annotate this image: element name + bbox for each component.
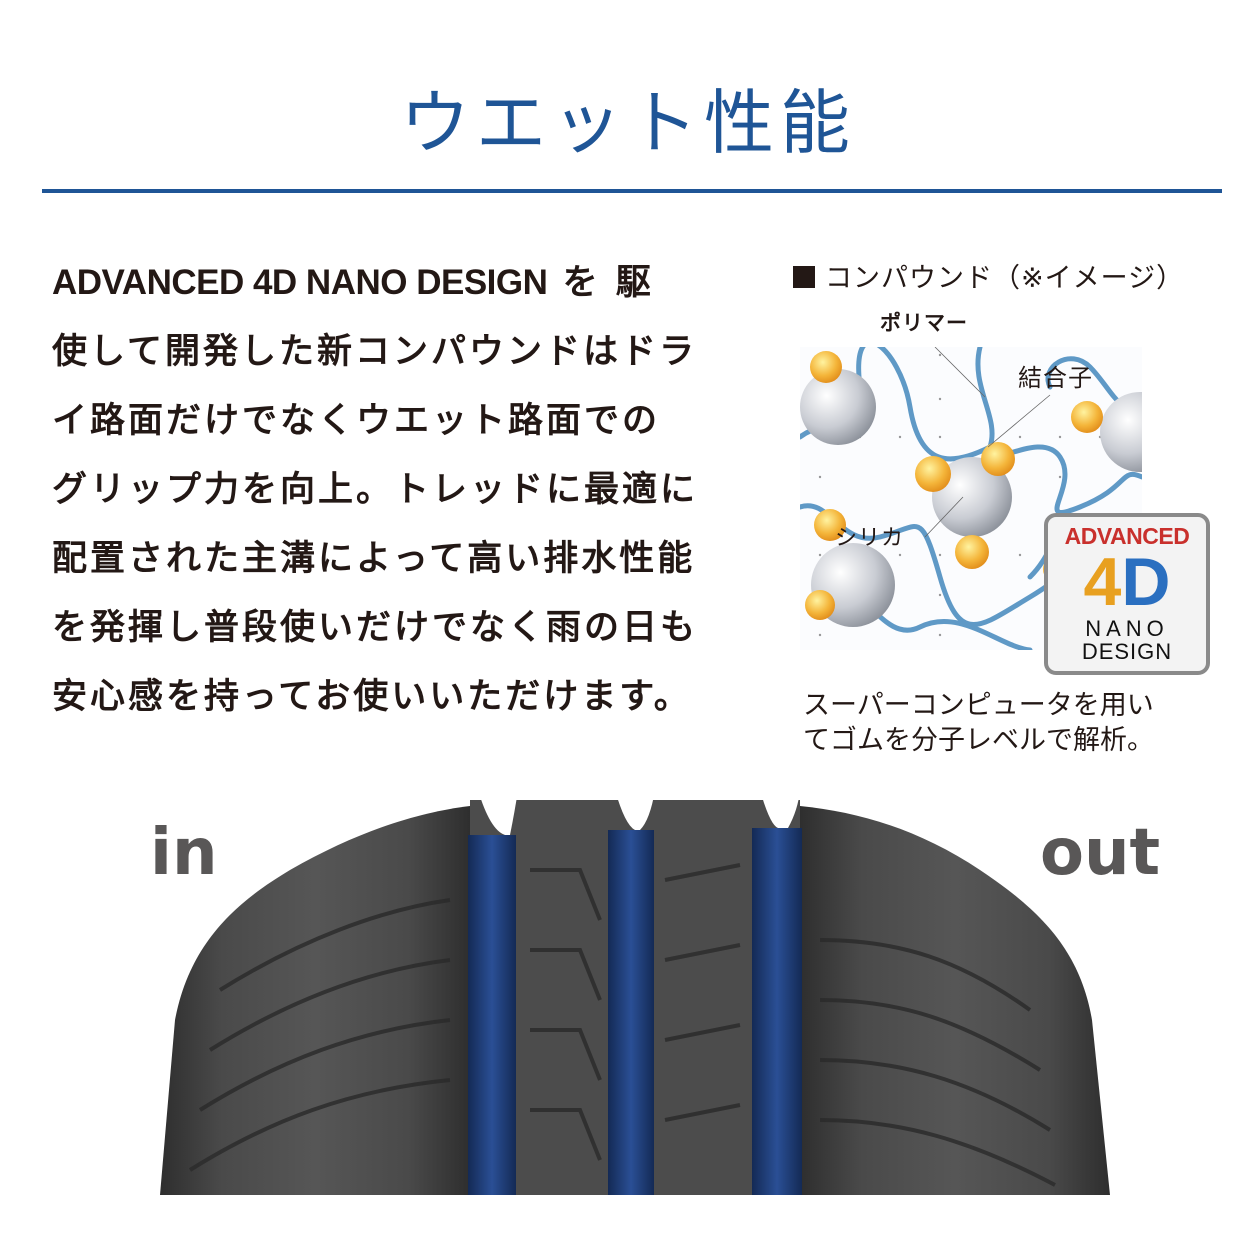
description-text: ADVANCED 4D NANO DESIGN を 駆 使して開発した新コンパウ… [52, 248, 764, 732]
tire-tread-image [0, 790, 1256, 1256]
description-line: 配置された主溝によって高い排水性能 [52, 539, 696, 579]
badge-advanced-text: ADVANCED [1064, 523, 1190, 549]
label-coupling-agent: 結合子 [1018, 364, 1093, 392]
description-line: グリップ力を向上。トレッドに最適に [52, 470, 699, 510]
label-silica: シリカ [835, 526, 905, 551]
inner-side-label: in [150, 816, 218, 890]
badge-4d-text: 4D [1083, 544, 1171, 620]
outer-side-label: out [1040, 816, 1161, 890]
square-bullet-icon [793, 266, 815, 288]
tire-tread-illustration [160, 790, 1110, 1195]
advanced-4d-nano-design-logo: ADVANCED 4D NANO DESIGN [1044, 513, 1210, 675]
description-line: 使して開発した新コンパウンドはドラ [52, 332, 697, 372]
compound-heading: コンパウンド（※イメージ） [793, 256, 1184, 295]
badge-design-text: DESIGN [1081, 639, 1173, 664]
description-line: 安心感を持ってお使いいただけます。 [52, 677, 692, 717]
description-line: ADVANCED 4D NANO DESIGN を 駆 [52, 263, 654, 303]
description-line: イ路面だけでなくウエット路面での [52, 401, 661, 441]
description-line: を発揮し普段使いだけでなく雨の日も [52, 608, 699, 648]
title-underline [42, 189, 1222, 193]
page-title: ウエット性能 [400, 82, 856, 164]
badge-nano-text: NANO [1085, 616, 1169, 641]
compound-diagram [800, 347, 1142, 650]
compound-caption: スーパーコンピュータを用い てゴムを分子レベルで解析。 [803, 690, 1154, 756]
label-polymer: ポリマー [880, 311, 968, 335]
